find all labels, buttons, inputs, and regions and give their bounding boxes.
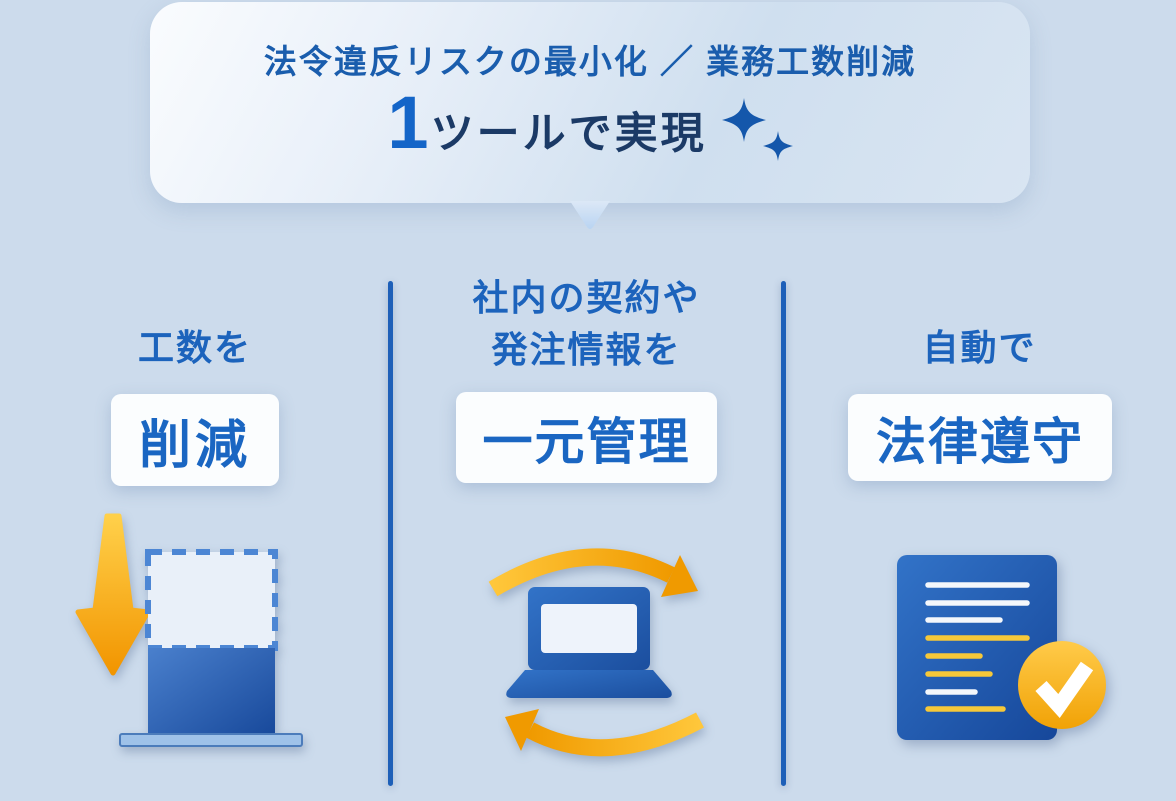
headline-number: 1 xyxy=(387,81,429,164)
document-checkmark-icon xyxy=(897,555,1106,740)
shrink-arrow-container-icon xyxy=(75,513,303,747)
sync-arrow-bottom xyxy=(526,712,704,757)
check-badge xyxy=(1018,641,1106,729)
keyword-box: 法律遵守 xyxy=(848,394,1112,481)
column-label: 社内の契約や 発注情報を xyxy=(390,272,783,376)
summary-bubble: 法令違反リスクの最小化 ／ 業務工数削減 1 ツールで実現 xyxy=(150,2,1030,203)
sparkles-icon xyxy=(721,98,793,161)
column-label: 工数を xyxy=(0,322,390,374)
document-lines-white xyxy=(925,582,1030,695)
document-lines-yellow xyxy=(925,635,1030,712)
column-compliance: 自動で 法律遵守 xyxy=(783,0,1176,801)
bubble-headline: 1 ツールで実現 xyxy=(150,81,1030,164)
laptop-screen-inner xyxy=(541,604,637,653)
column-reduce: 工数を 削減 xyxy=(0,0,390,801)
keyword-box: 削減 xyxy=(111,394,279,486)
laptop-base xyxy=(506,670,672,698)
column-label-line: 社内の契約や xyxy=(472,277,701,318)
column-label: 自動で xyxy=(783,322,1176,374)
bubble-subtitle: 法令違反リスクの最小化 ／ 業務工数削減 xyxy=(263,43,917,80)
column-label-line: 自動で xyxy=(922,327,1037,368)
sync-arrowhead-bottom xyxy=(505,709,539,751)
column-divider xyxy=(388,281,393,786)
bubble-tail xyxy=(570,201,610,229)
column-label-line: 工数を xyxy=(137,327,252,368)
down-arrow-icon xyxy=(75,513,151,676)
keyword-text: 法律遵守 xyxy=(876,413,1084,470)
column-divider xyxy=(781,281,786,786)
sync-arrowhead-top xyxy=(661,555,698,597)
keyword-box: 一元管理 xyxy=(456,392,717,483)
check-icon xyxy=(1035,661,1094,719)
column-centralize: 社内の契約や 発注情報を 一元管理 xyxy=(390,0,783,801)
keyword-text: 削減 xyxy=(138,416,251,475)
column-label-line: 発注情報を xyxy=(491,329,682,370)
headline-text: ツールで実現 xyxy=(430,110,707,158)
keyword-text: 一元管理 xyxy=(482,413,691,470)
laptop-sync-arrows-icon xyxy=(488,548,704,757)
sync-arrow-top xyxy=(488,548,675,597)
